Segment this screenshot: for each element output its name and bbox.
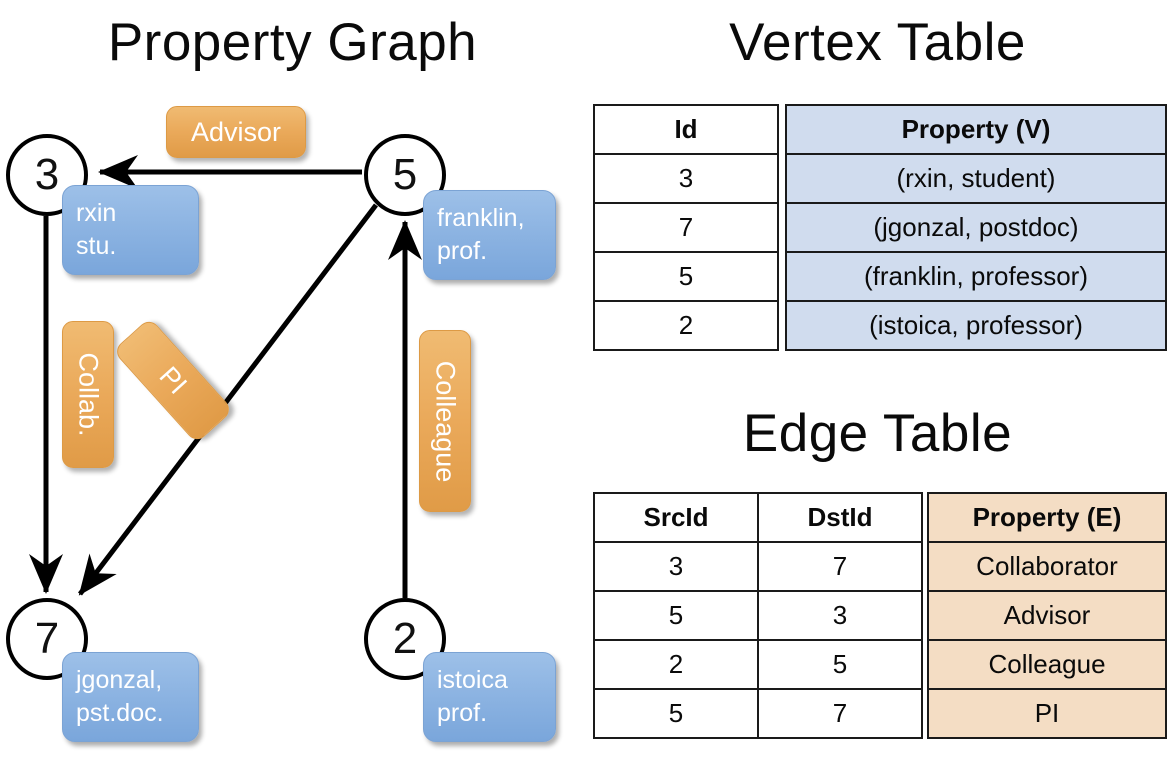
table-row: 3 7 [593,541,923,592]
table-row: 5 [593,251,779,302]
edge-label-box-collab: Collab. [62,321,114,468]
edge-table-dst-cell: 7 [757,688,923,739]
table-row: (rxin, student) [785,153,1167,204]
edge-table-header-dstid: DstId [757,492,923,543]
graph-vertex-5[interactable]: 5 [364,134,446,216]
graph-vertex-7-id: 7 [34,614,60,663]
table-header-row: Id [593,104,779,155]
vertex-table-property-cell: (jgonzal, postdoc) [785,202,1167,253]
vertex-table-property-cell: (rxin, student) [785,153,1167,204]
edge-table-id-columns: SrcId DstId 3 7 5 3 2 5 5 7 [593,492,923,739]
vertex-table-property-cell: (istoica, professor) [785,300,1167,351]
graph-vertex-5-id: 5 [392,150,418,199]
vertex-property-box-rxin: rxin stu. [62,185,199,275]
edge-label-colleague-text: Colleague [430,360,461,482]
table-header-row: Property (E) [927,492,1167,543]
table-header-row: Property (V) [785,104,1167,155]
vertex-property-jgonzal-line1: jgonzal, [76,666,163,694]
graph-vertex-2-id: 2 [392,614,418,663]
vertex-table-id-cell: 2 [593,300,779,351]
vertex-table-header-property: Property (V) [785,104,1167,155]
edge-table-src-cell: 3 [593,541,759,592]
vertex-table-id-column: Id 3 7 5 2 [593,104,779,351]
edge-table-dst-cell: 3 [757,590,923,641]
vertex-table-id-cell: 3 [593,153,779,204]
edge-table-src-cell: 2 [593,639,759,690]
graph-edges-svg [29,155,422,598]
table-row: (jgonzal, postdoc) [785,202,1167,253]
edge-table-property-cell: Collaborator [927,541,1167,592]
property-graph-diagram: 3 5 7 2 rxin stu. franklin, prof. jgonza… [6,106,556,742]
table-row: 2 5 [593,639,923,690]
vertex-property-franklin-line2: prof. [437,237,488,265]
edge-table-header-property: Property (E) [927,492,1167,543]
graph-vertex-2[interactable]: 2 [364,598,446,680]
edge-table-dst-cell: 5 [757,639,923,690]
table-row: 5 3 [593,590,923,641]
edge-label-box-colleague: Colleague [419,330,471,512]
vertex-property-rxin-line2: stu. [76,232,117,260]
table-row: PI [927,688,1167,739]
page-title-vertex-table: Vertex Table [729,13,1026,72]
edge-label-advisor-text: Advisor [190,116,282,147]
vertex-property-jgonzal-line2: pst.doc. [76,699,164,727]
vertex-table-id-cell: 7 [593,202,779,253]
table-row: (franklin, professor) [785,251,1167,302]
edge-label-collab-text: Collab. [73,352,104,437]
edge-label-pi-text: PI [153,360,194,400]
table-row: Advisor [927,590,1167,641]
page-title-property-graph: Property Graph [107,13,478,72]
edge-table-header-srcid: SrcId [593,492,759,543]
table-row: 7 [593,202,779,253]
vertex-table-id-cell: 5 [593,251,779,302]
page-title-edge-table: Edge Table [742,404,1013,463]
vertex-property-istoica-line2: prof. [437,699,488,727]
table-row: (istoica, professor) [785,300,1167,351]
vertex-property-box-istoica: istoica prof. [423,652,556,742]
table-row: Collaborator [927,541,1167,592]
edge-table-src-cell: 5 [593,590,759,641]
edge-5-to-7-pi [78,203,378,596]
vertex-table-property-column: Property (V) (rxin, student) (jgonzal, p… [785,104,1167,351]
edge-table-property-cell: Colleague [927,639,1167,690]
vertex-property-box-jgonzal: jgonzal, pst.doc. [62,652,199,742]
edge-label-box-advisor: Advisor [166,106,306,158]
table-row: Colleague [927,639,1167,690]
edge-table-property-cell: PI [927,688,1167,739]
edge-table-src-cell: 5 [593,688,759,739]
vertex-table-header-id: Id [593,104,779,155]
edge-table-dst-cell: 7 [757,541,923,592]
table-row: 3 [593,153,779,204]
vertex-property-franklin-line1: franklin, [437,204,525,232]
table-header-row: SrcId DstId [593,492,923,543]
edge-table-property-column: Property (E) Collaborator Advisor Collea… [927,492,1167,739]
vertex-property-box-franklin: franklin, prof. [423,190,556,280]
vertex-table-property-cell: (franklin, professor) [785,251,1167,302]
edge-table-property-cell: Advisor [927,590,1167,641]
table-row: 5 7 [593,688,923,739]
vertex-property-rxin-line1: rxin [76,199,117,227]
table-row: 2 [593,300,779,351]
vertex-property-istoica-line1: istoica [437,666,508,694]
graph-vertex-3-id: 3 [34,150,60,199]
